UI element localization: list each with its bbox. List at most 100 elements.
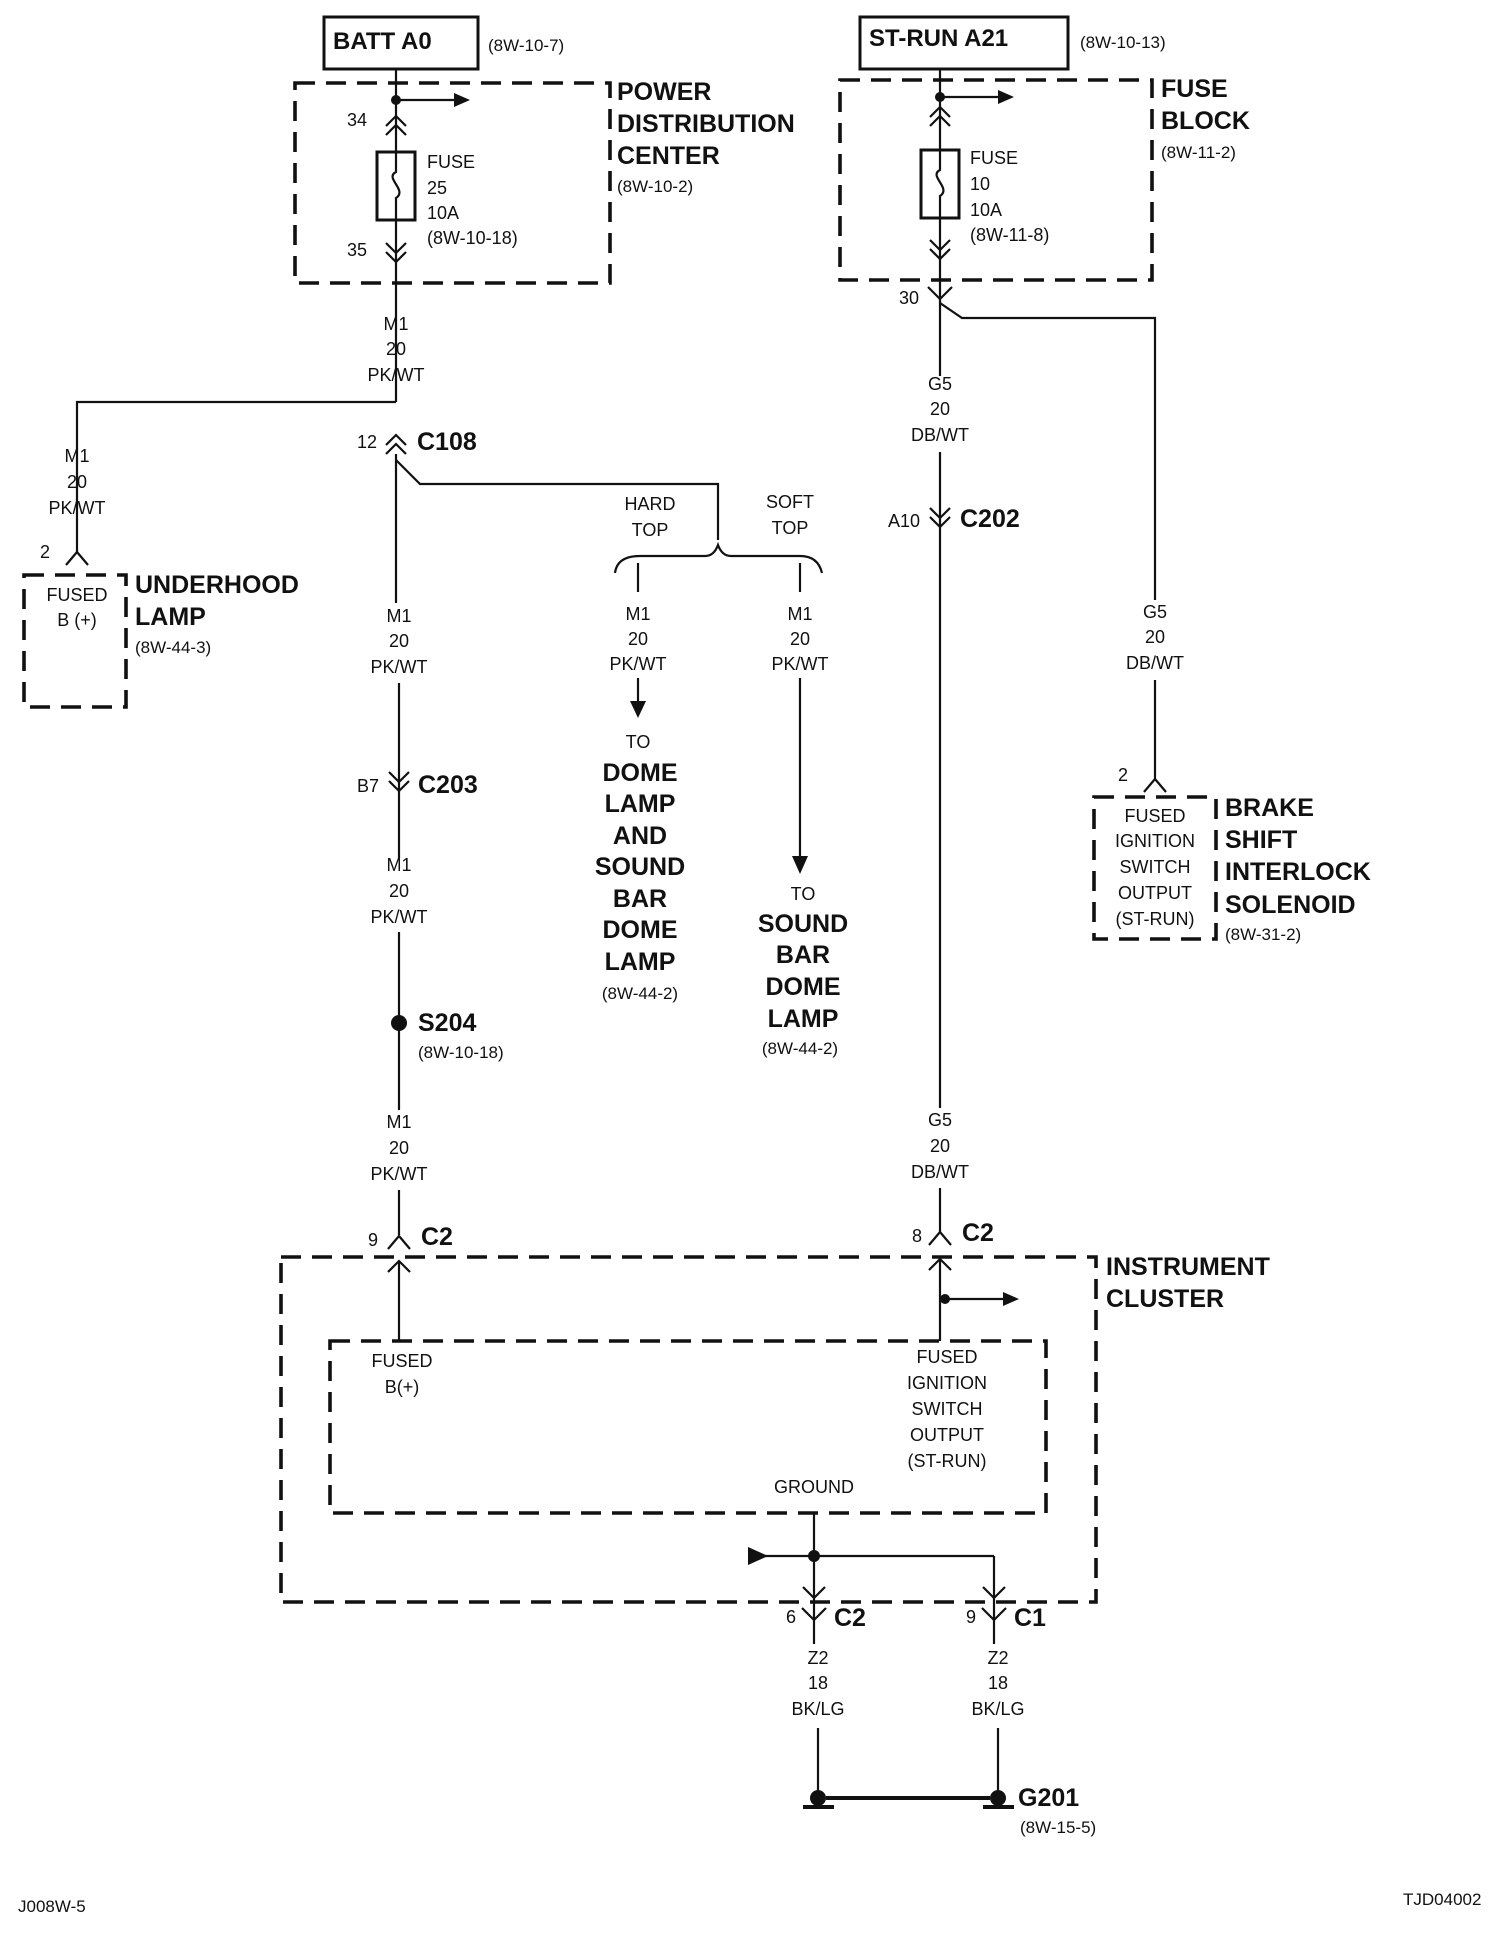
- pdc-fuse-label: FUSE: [427, 152, 475, 172]
- cluster-ign-5: (ST-RUN): [908, 1451, 987, 1471]
- wire-color: DB/WT: [911, 425, 969, 445]
- pdc-name-2: DISTRIBUTION: [617, 110, 795, 138]
- wire-gauge: 20: [1145, 627, 1165, 647]
- footer-left-code: J008W-5: [18, 1897, 86, 1916]
- wire-gauge: 20: [790, 629, 810, 649]
- ground-c2-arrow: [802, 1586, 826, 1600]
- hard-top-ref: (8W-44-2): [602, 984, 678, 1003]
- soft-top-label-2: TOP: [772, 518, 809, 538]
- m1-wire-to-underhood: [75, 400, 396, 540]
- bsi-name-4: SOLENOID: [1225, 891, 1356, 919]
- underhood-pin-connector: [65, 550, 89, 566]
- c202-name: C202: [960, 505, 1020, 533]
- underhood-name-2: LAMP: [135, 603, 206, 631]
- wire-color: BK/LG: [971, 1699, 1024, 1719]
- cluster-name-1: INSTRUMENT: [1106, 1253, 1270, 1281]
- pdc-name-3: CENTER: [617, 142, 720, 170]
- bsi-inner-5: (ST-RUN): [1116, 909, 1195, 929]
- hard-top-dest-2: LAMP: [605, 790, 676, 818]
- g201-name: G201: [1018, 1784, 1079, 1812]
- wire-color: PK/WT: [49, 498, 106, 518]
- cluster-c2-pin8-connector: [928, 1230, 952, 1246]
- fuse-block-output-connector-1: [929, 239, 951, 261]
- wire-gauge: 20: [930, 399, 950, 419]
- wire-code: G5: [1143, 602, 1167, 622]
- footer-right-code: TJD04002: [1403, 1890, 1481, 1909]
- top-option-bracket: [613, 541, 824, 574]
- wire-code: M1: [386, 1112, 411, 1132]
- wire-code: Z2: [807, 1648, 828, 1668]
- ic-c2-right-name: C2: [962, 1219, 994, 1247]
- bsi-inner-2: IGNITION: [1115, 831, 1195, 851]
- m1-wire-to-top-branch: [395, 459, 720, 540]
- wire-code: M1: [386, 606, 411, 626]
- c108-name: C108: [417, 428, 477, 456]
- pdc-fuse-element: [391, 152, 401, 220]
- soft-top-dest-2: BAR: [776, 941, 830, 969]
- wire-color: DB/WT: [911, 1162, 969, 1182]
- wire-color: BK/LG: [791, 1699, 844, 1719]
- wire-color: PK/WT: [371, 657, 428, 677]
- pdc-fuse-ref: (8W-10-18): [427, 228, 518, 248]
- underhood-fused: FUSED: [46, 585, 107, 605]
- fuse-block-input-connector: [929, 105, 951, 127]
- ic-c2-left-name: C2: [421, 1223, 453, 1251]
- underhood-b-plus: B (+): [57, 610, 97, 630]
- pdc-fuse-rating: 10A: [427, 203, 459, 223]
- batt-a0-box: [322, 15, 480, 71]
- fuse-block-branch-arrowhead: [998, 90, 1014, 104]
- ground-dot-left: [810, 1790, 826, 1806]
- fuse-block-fuse-element: [935, 150, 945, 218]
- cluster-ign-3: SWITCH: [912, 1399, 983, 1419]
- wire-gauge: 20: [386, 339, 406, 359]
- wire-gauge: 20: [389, 631, 409, 651]
- c202-pin: A10: [888, 511, 920, 531]
- cluster-fused-b-2: B(+): [385, 1377, 420, 1397]
- underhood-name-1: UNDERHOOD: [135, 571, 299, 599]
- cluster-inner-module-box: [328, 1339, 1048, 1515]
- cluster-ign-arrow: [928, 1257, 952, 1271]
- bsi-pin-connector: [1143, 777, 1167, 793]
- cluster-fused-b-1: FUSED: [371, 1351, 432, 1371]
- c203-pin: B7: [357, 776, 379, 796]
- wire-code: M1: [383, 314, 408, 334]
- instrument-cluster-box: [279, 1255, 1098, 1604]
- soft-top-label-1: SOFT: [766, 492, 814, 512]
- fuse-block-box: [838, 78, 1154, 282]
- hard-top-label-2: TOP: [632, 520, 669, 540]
- wire-color: PK/WT: [368, 365, 425, 385]
- soft-top-ref: (8W-44-2): [762, 1039, 838, 1058]
- wire-color: PK/WT: [371, 907, 428, 927]
- bsi-inner-3: SWITCH: [1120, 857, 1191, 877]
- wire-gauge: 20: [389, 1138, 409, 1158]
- wire-code: G5: [928, 374, 952, 394]
- c203-name: C203: [418, 771, 478, 799]
- soft-top-arrowhead: [792, 856, 808, 874]
- s204-name: S204: [418, 1009, 476, 1037]
- hard-top-dest-6: DOME: [603, 916, 678, 944]
- fuse-block-fuse-ref: (8W-11-8): [970, 225, 1049, 245]
- pin-30-connector: [927, 286, 953, 301]
- bsi-solenoid-box: [1092, 795, 1218, 941]
- gnd-c1-name: C1: [1014, 1604, 1046, 1632]
- hard-top-dest-5: BAR: [613, 885, 667, 913]
- wire-color: PK/WT: [371, 1164, 428, 1184]
- wire-gauge: 20: [930, 1136, 950, 1156]
- wire-gauge: 18: [808, 1673, 828, 1693]
- pdc-pin35-connector: [385, 242, 407, 264]
- wire-code: G5: [928, 1110, 952, 1130]
- bsi-pin: 2: [1118, 765, 1128, 785]
- bsi-name-1: BRAKE: [1225, 794, 1314, 822]
- cluster-ign-2: IGNITION: [907, 1373, 987, 1393]
- hard-top-dest-1: DOME: [603, 759, 678, 787]
- batt-a0-ref: (8W-10-7): [488, 36, 564, 55]
- ground-dot-right: [990, 1790, 1006, 1806]
- hard-top-to: TO: [626, 732, 651, 752]
- hard-top-dest-4: SOUND: [595, 853, 685, 881]
- cluster-fused-b-arrow: [387, 1259, 411, 1273]
- ic-c2-right-pin: 8: [912, 1226, 922, 1246]
- wire-gauge: 20: [67, 472, 87, 492]
- wire-color: PK/WT: [610, 654, 667, 674]
- gnd-c2-name: C2: [834, 1604, 866, 1632]
